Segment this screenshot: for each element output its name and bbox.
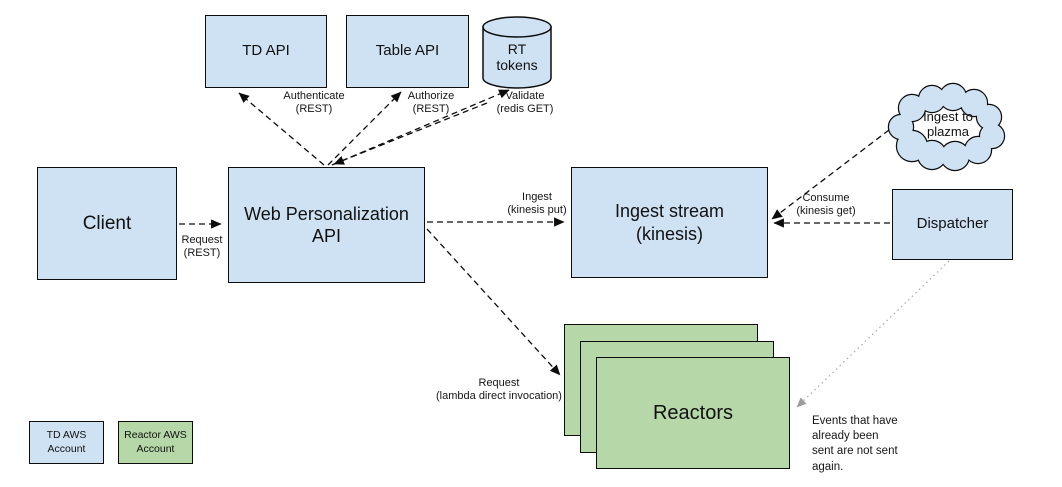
rt-tokens-cylinder bbox=[482, 16, 552, 89]
edge-wpapi-to-tableapi bbox=[327, 91, 402, 166]
node-ingest-stream: Ingest stream (kinesis) bbox=[571, 167, 768, 278]
edge-label-request-lambda: Request (lambda direct invocation) bbox=[436, 377, 562, 402]
node-reactors: Reactors bbox=[596, 357, 790, 469]
node-web-personalization-api: Web Personalization API bbox=[228, 167, 425, 283]
node-rt-tokens-label: RT tokens bbox=[496, 41, 538, 73]
node-dispatcher: Dispatcher bbox=[892, 189, 1013, 260]
edge-wpapi-to-tdapi bbox=[238, 92, 325, 166]
edge-label-authenticate: Authenticate (REST) bbox=[283, 90, 345, 115]
edge-label-ingest-put: Ingest (kinesis put) bbox=[507, 191, 567, 216]
legend-td-aws-account: TD AWS Account bbox=[29, 421, 104, 464]
edge-dispatcher-to-reactors-dotted bbox=[796, 260, 950, 408]
node-table-api: Table API bbox=[346, 15, 469, 88]
cloud-shape bbox=[887, 82, 1006, 172]
note-events-not-resent: Events that have already been sent are n… bbox=[812, 415, 898, 473]
edge-cloud-to-ingeststream bbox=[771, 129, 890, 220]
edge-wpapi-to-reactors bbox=[426, 228, 561, 376]
edge-rttokens-to-wpapi bbox=[333, 102, 488, 165]
edge-label-validate: Validate (redis GET) bbox=[496, 90, 554, 115]
node-ingest-to-plazma-label: Ingest to plazma bbox=[923, 109, 973, 139]
node-client: Client bbox=[37, 167, 177, 280]
edge-label-request-rest: Request (REST) bbox=[181, 234, 223, 259]
edge-label-consume: Consume (kinesis get) bbox=[796, 192, 856, 217]
node-td-api: TD API bbox=[205, 15, 327, 88]
edge-label-authorize: Authorize (REST) bbox=[407, 90, 455, 115]
legend-reactor-aws-account: Reactor AWS Account bbox=[118, 421, 193, 464]
